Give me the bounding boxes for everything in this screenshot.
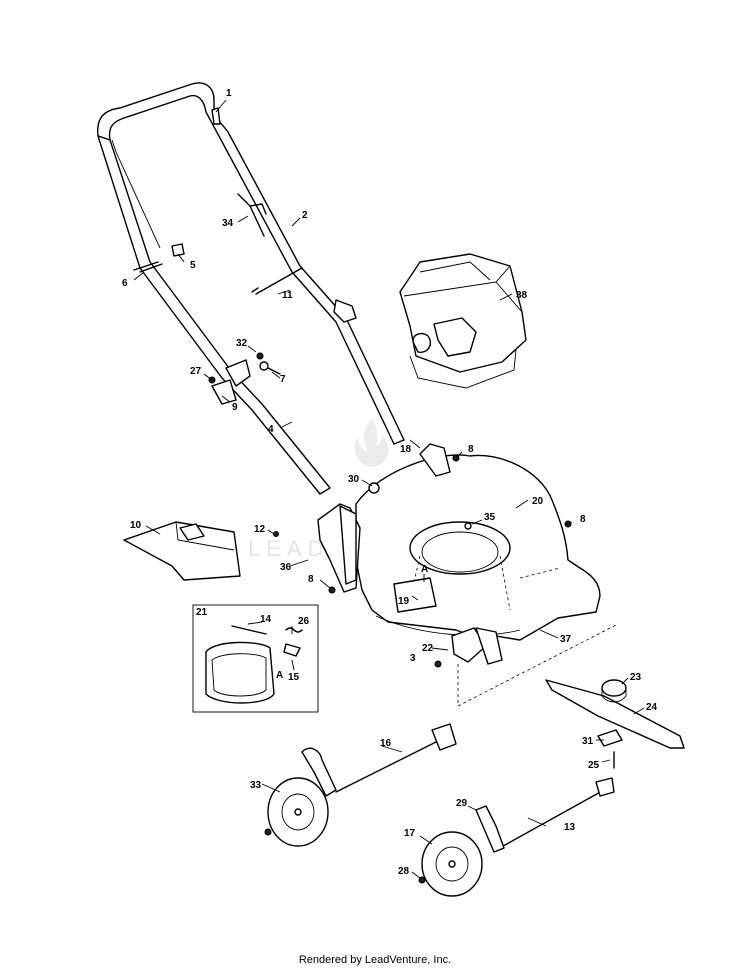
deck-label-plate[interactable]: [393, 577, 437, 613]
bracket-15[interactable]: [283, 643, 301, 657]
nut-8-left[interactable]: [328, 586, 336, 594]
cable-clip[interactable]: [211, 107, 221, 125]
wheel-lever-right[interactable]: [475, 805, 505, 853]
callout-36: 36: [280, 562, 292, 573]
bolt-7[interactable]: [259, 361, 281, 375]
cable-guide[interactable]: [237, 193, 267, 237]
clip-5[interactable]: [171, 243, 185, 257]
handle-bracket[interactable]: [211, 359, 251, 405]
ref-a-deck: A: [421, 564, 428, 575]
callout-19: 19: [398, 596, 410, 607]
engine[interactable]: [399, 253, 527, 389]
callout-20: 20: [532, 496, 544, 507]
callout-13: 13: [564, 822, 576, 833]
leader-lines: [133, 99, 645, 879]
handle-lock-knob[interactable]: [333, 299, 357, 323]
callout-32: 32: [236, 338, 248, 349]
callout-8-left: 8: [308, 574, 314, 585]
callout-9: 9: [232, 402, 238, 413]
callout-34: 34: [222, 218, 234, 229]
wheel-right[interactable]: [421, 831, 483, 897]
wheel-left[interactable]: [267, 777, 329, 847]
rod-14[interactable]: [231, 625, 267, 635]
cable-tie[interactable]: [133, 261, 163, 273]
callout-30: 30: [348, 474, 360, 485]
callout-26: 26: [298, 616, 310, 627]
callout-29: 29: [456, 798, 468, 809]
callouts: 1 2 3 4 5 6 7 8 8 8 9 10 11 12 13 14 15 …: [122, 88, 658, 877]
front-axle[interactable]: [495, 777, 615, 851]
blade[interactable]: [545, 679, 685, 749]
rear-support[interactable]: [419, 443, 451, 477]
callout-24: 24: [646, 702, 658, 713]
callout-12: 12: [254, 524, 266, 535]
callout-15: 15: [288, 672, 300, 683]
blade-adapter[interactable]: [601, 679, 627, 703]
callout-23: 23: [630, 672, 642, 683]
callout-37: 37: [560, 634, 572, 645]
nut-8-right[interactable]: [564, 520, 572, 528]
blade-zone-outline: [457, 623, 619, 707]
blade-bell-support[interactable]: [597, 729, 623, 747]
callout-8-right: 8: [580, 514, 586, 525]
callout-8-top: 8: [468, 444, 474, 455]
spring-26[interactable]: [285, 627, 303, 633]
callout-17: 17: [404, 828, 416, 839]
callout-10: 10: [130, 520, 142, 531]
rear-axle[interactable]: [335, 723, 457, 793]
callout-28: 28: [398, 866, 410, 877]
callout-18: 18: [400, 444, 412, 455]
callout-6: 6: [122, 278, 128, 289]
nut-right-wheel[interactable]: [418, 876, 426, 884]
mulch-plug[interactable]: [205, 641, 275, 704]
callout-27: 27: [190, 366, 202, 377]
nut-3[interactable]: [434, 660, 442, 668]
upper-handle[interactable]: [97, 82, 405, 445]
callout-3: 3: [410, 653, 416, 664]
wheel-lever-left[interactable]: [301, 747, 337, 797]
ref-a-inset: A: [276, 670, 283, 681]
callout-16: 16: [380, 738, 392, 749]
callout-5: 5: [190, 260, 196, 271]
nut-left-wheel[interactable]: [264, 828, 272, 836]
callout-38: 38: [516, 290, 528, 301]
callout-11: 11: [282, 290, 293, 301]
mower-deck[interactable]: [355, 454, 601, 645]
inset-box-mulch-plug: [192, 604, 319, 713]
control-cable[interactable]: [251, 267, 303, 295]
lower-handle-left[interactable]: [97, 135, 331, 495]
rear-discharge-door[interactable]: [123, 521, 241, 581]
screw-12[interactable]: [273, 531, 279, 537]
callout-7: 7: [280, 374, 286, 385]
callout-14: 14: [260, 614, 272, 625]
callout-21: 21: [196, 607, 208, 618]
callout-22: 22: [422, 643, 434, 654]
height-adjuster[interactable]: [451, 627, 503, 665]
callout-1: 1: [226, 88, 232, 99]
callout-35: 35: [484, 512, 496, 523]
nut-32[interactable]: [256, 352, 264, 360]
callout-25: 25: [588, 760, 600, 771]
callout-4: 4: [268, 424, 274, 435]
footer-credit: Rendered by LeadVenture, Inc.: [298, 954, 452, 966]
rear-hinge-bracket[interactable]: [317, 503, 361, 593]
callout-31: 31: [582, 736, 594, 747]
bolt-35[interactable]: [464, 522, 472, 530]
bolt-30[interactable]: [368, 482, 380, 494]
callout-33: 33: [250, 780, 262, 791]
callout-2: 2: [302, 210, 308, 221]
